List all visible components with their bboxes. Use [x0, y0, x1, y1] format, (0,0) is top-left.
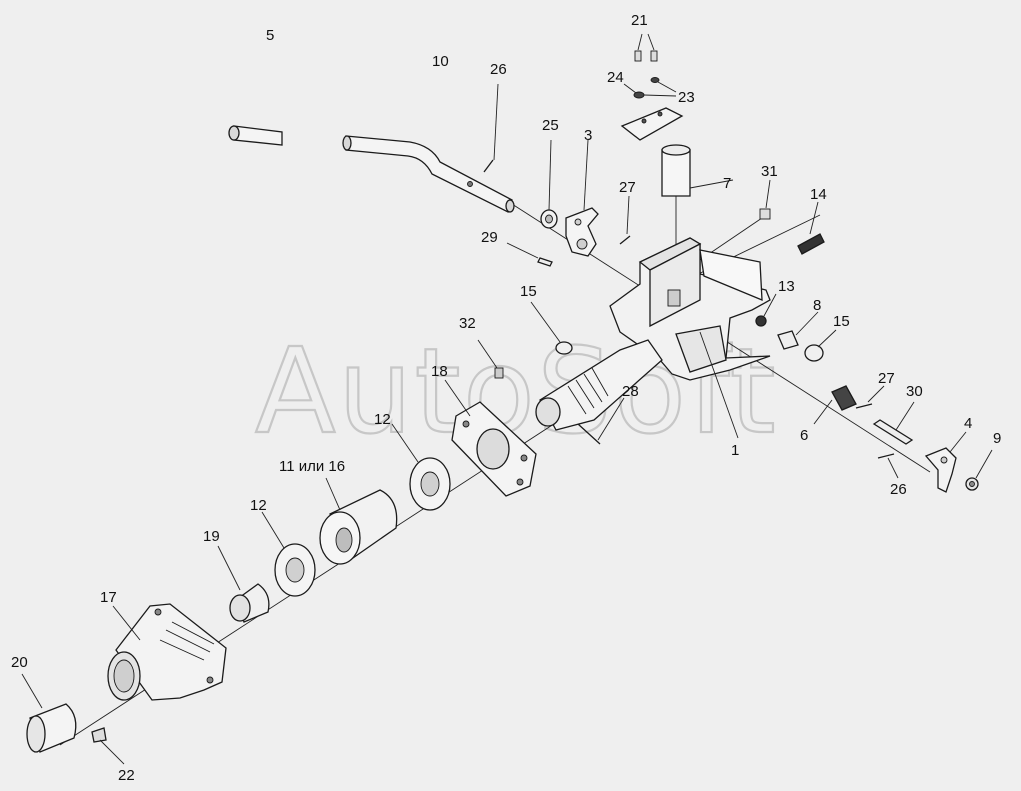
label-part-29: 29 [481, 229, 498, 246]
label-part-18: 18 [431, 363, 448, 380]
part-8-bolt [777, 311, 819, 350]
callout-labels: 1 3 4 5 6 7 8 9 10 11 или 16 12 12 13 14… [11, 12, 1001, 784]
part-20-end-cap [21, 673, 77, 753]
label-part-27-right: 27 [878, 370, 895, 387]
label-part-17: 17 [100, 589, 117, 606]
part-17-bearing-housing [107, 603, 227, 701]
part-10-lever-rod [342, 135, 515, 213]
part-29-pin [506, 242, 553, 267]
part-18-flange-plate [444, 379, 537, 497]
part-23-24-washers [623, 77, 677, 99]
label-part-23: 23 [678, 89, 695, 106]
part-19-splined-sleeve [217, 545, 270, 623]
label-part-4: 4 [964, 415, 972, 432]
label-part-22: 22 [118, 767, 135, 784]
label-part-28: 28 [622, 383, 639, 400]
label-part-9: 9 [993, 430, 1001, 447]
part-30-axle [872, 401, 915, 445]
part-15-cap-left [530, 301, 573, 355]
label-part-32: 32 [459, 315, 476, 332]
part-31-bolt [759, 179, 771, 220]
label-part-31: 31 [761, 163, 778, 180]
label-part-12-lower: 12 [250, 497, 267, 514]
part-21-screws [634, 33, 658, 62]
label-part-25: 25 [542, 117, 559, 134]
part-5-handle-grip [228, 125, 283, 146]
label-part-24: 24 [607, 69, 624, 86]
label-part-11-or-16: 11 или 16 [279, 458, 345, 475]
part-28-pin [577, 397, 625, 445]
label-part-26-lower: 26 [890, 481, 907, 498]
part-shaft [535, 339, 663, 431]
label-part-26-upper: 26 [490, 61, 507, 78]
part-15-cap-right [804, 329, 837, 362]
label-part-10: 10 [432, 53, 449, 70]
label-part-8: 8 [813, 297, 821, 314]
part-12-washer-upper [391, 423, 451, 511]
part-4-lever [924, 431, 967, 493]
part-13-nut [755, 293, 777, 327]
label-part-7: 7 [723, 175, 731, 192]
part-11-16-bushing [319, 477, 398, 565]
part-27-pin-right [855, 385, 885, 409]
part-12-washer-lower [261, 511, 316, 597]
label-part-12-upper: 12 [374, 411, 391, 428]
part-26-pin-upper [483, 83, 499, 173]
label-part-21: 21 [631, 12, 648, 29]
part-26-pin-lower [877, 453, 899, 479]
label-part-6: 6 [800, 427, 808, 444]
label-part-13: 13 [778, 278, 795, 295]
part-9-nut [965, 449, 993, 491]
part-7-pin-cylinder [661, 144, 734, 258]
part-32-grease-nipple [477, 339, 504, 379]
label-part-5: 5 [266, 27, 274, 44]
part-25-washer [540, 139, 558, 229]
part-22-bolt [91, 727, 125, 765]
part-3-lever-bracket [565, 139, 599, 257]
part-cover-plate [620, 107, 684, 141]
label-part-19: 19 [203, 528, 220, 545]
part-27-pin-upper [619, 195, 631, 245]
label-part-14: 14 [810, 186, 827, 203]
label-part-15-right: 15 [833, 313, 850, 330]
label-part-3: 3 [584, 127, 592, 144]
part-6-torsion-spring [813, 385, 857, 425]
label-part-27-upper: 27 [619, 179, 636, 196]
part-14-spring [797, 201, 825, 255]
label-part-15-left: 15 [520, 283, 537, 300]
label-part-20: 20 [11, 654, 28, 671]
label-part-1: 1 [731, 442, 739, 459]
label-part-30: 30 [906, 383, 923, 400]
